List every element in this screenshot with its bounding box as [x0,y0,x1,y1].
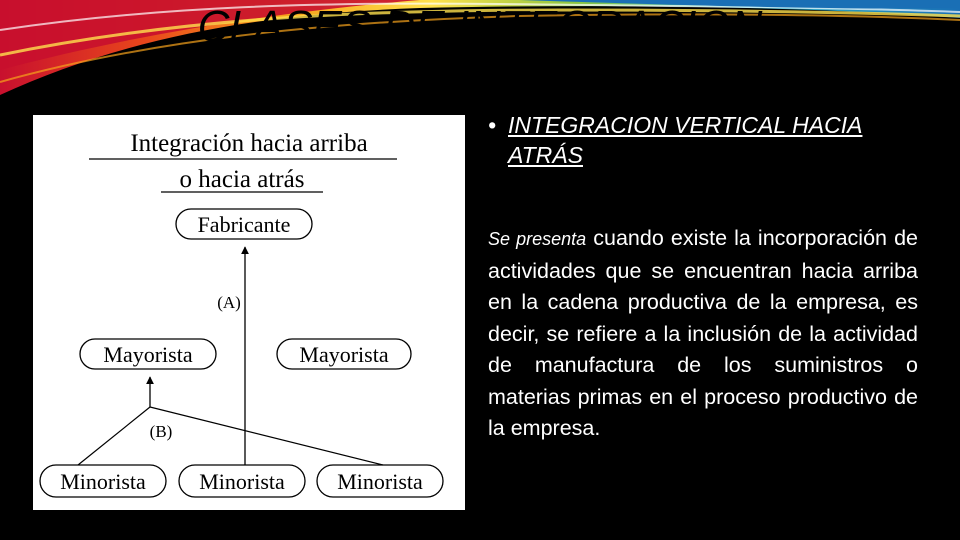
minorista-3-label: Minorista [337,469,423,494]
mayorista-left-node [79,338,217,370]
bullet-heading: • INTEGRACION VERTICAL HACIA ATRÁS [488,110,928,170]
slide-title: CLASES DE INTEGRACION VERTICAL [197,2,763,101]
minorista-1-node [39,464,167,498]
label-b: (B) [150,422,173,441]
minorista-3-node [316,464,444,498]
diagram-title-line2: o hacia atrás [180,166,305,193]
diagram-title-line1: Integración hacia arriba [130,130,367,157]
mayorista-right-label: Mayorista [299,342,388,367]
minorista-1-label: Minorista [60,469,146,494]
paragraph-lead: Se presenta [488,229,587,249]
mayorista-right-node [276,338,412,370]
integration-diagram: Integración hacia arriba o hacia atrás F… [33,115,465,510]
minorista-2-node [178,464,306,498]
minorista-2-label: Minorista [199,469,285,494]
description-paragraph: Se presenta cuando existe la incorporaci… [488,223,918,445]
fabricante-node [175,208,313,240]
paragraph-text: cuando existe la incorporación de activi… [488,226,918,440]
bullet-marker: • [488,112,497,138]
label-a: (A) [217,293,241,312]
mayorista-left-label: Mayorista [103,342,192,367]
bullet-heading-text: INTEGRACION VERTICAL HACIA ATRÁS [508,112,863,168]
decorative-stripes [0,0,960,95]
fabricante-label: Fabricante [198,212,291,237]
